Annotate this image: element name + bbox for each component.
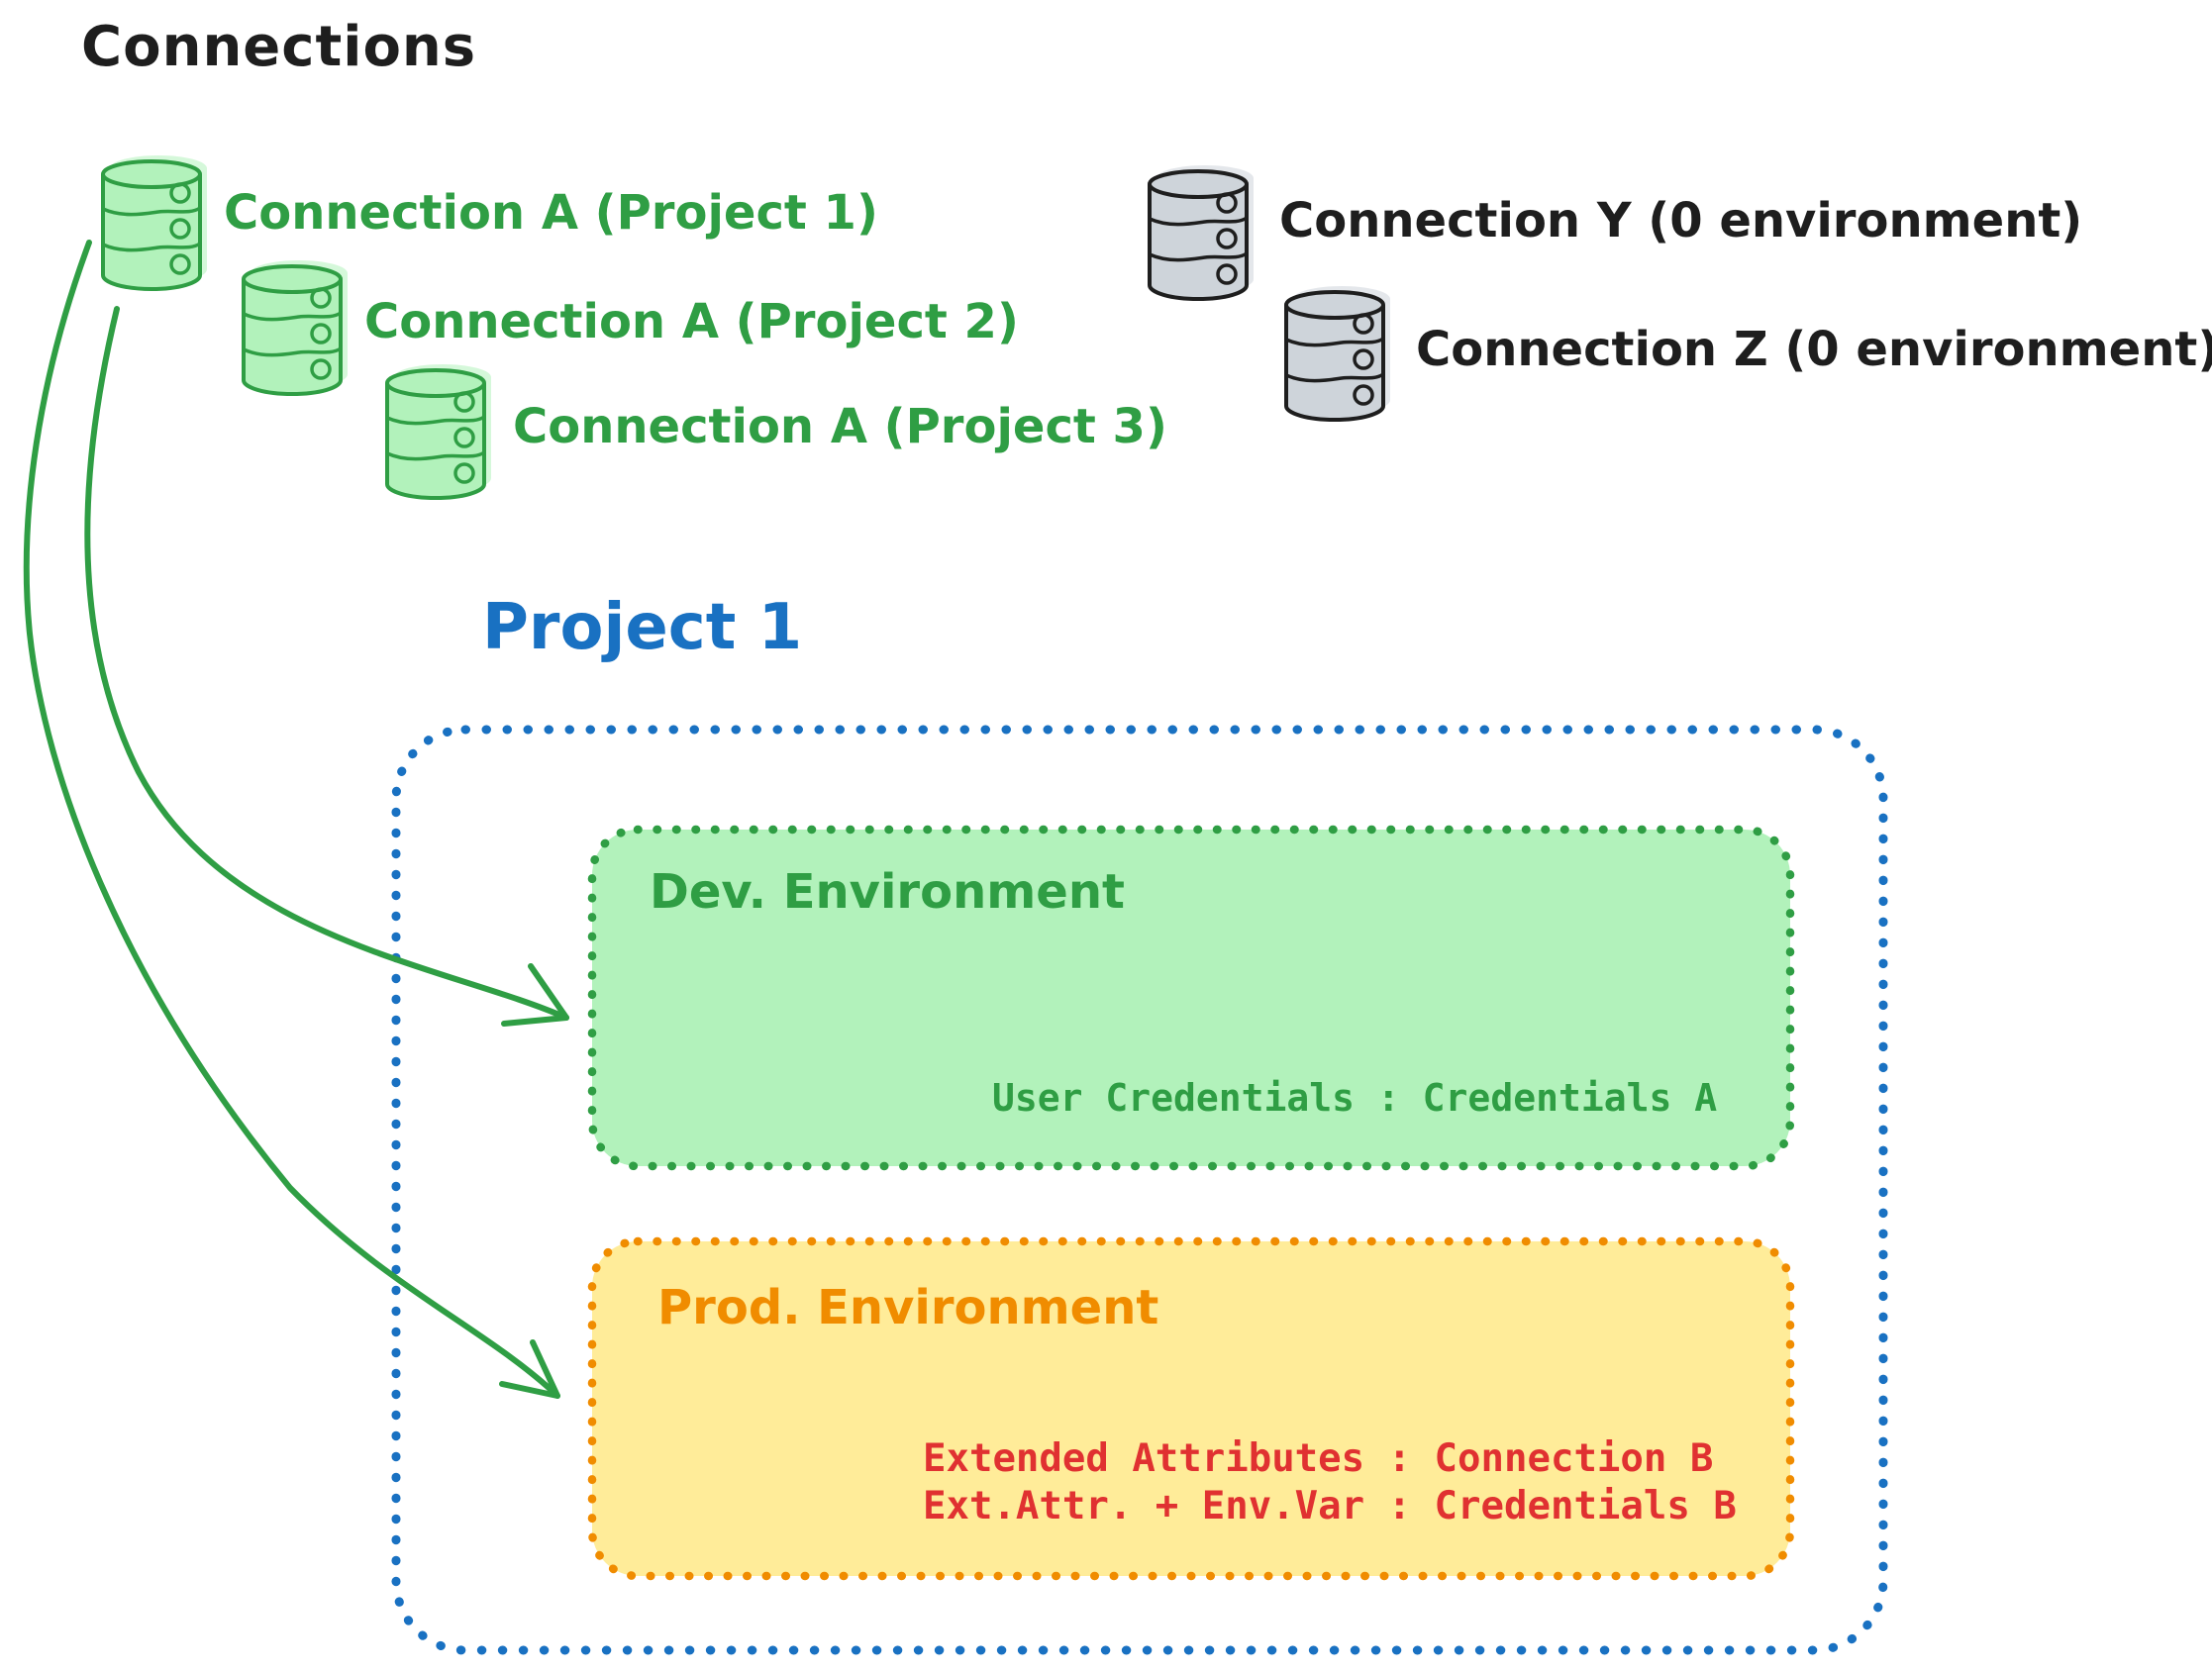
database-icon-connection-a-project-2 (244, 260, 348, 394)
database-icon-connection-y (1150, 165, 1254, 299)
connection-z-label: Connection Z (0 environment) (1416, 322, 2212, 377)
dev-environment-box (587, 825, 1795, 1171)
arrow-connection-a-to-prod-icon (23, 240, 560, 1399)
database-icon-connection-a-project-1 (103, 155, 207, 289)
database-icon-connection-z (1286, 286, 1390, 420)
connection-y-label: Connection Y (0 environment) (1279, 193, 2083, 248)
connection-a-project-3-label: Connection A (Project 3) (513, 399, 1167, 454)
connection-a-project-1-label: Connection A (Project 1) (224, 185, 878, 241)
prod-environment-mapping-2: Ext.Attr. + Env.Var : Credentials B (923, 1484, 1737, 1528)
diagram-title: Connections (81, 15, 477, 79)
dev-environment-mapping: User Credentials : Credentials A (992, 1076, 1718, 1120)
dev-environment-title: Dev. Environment (650, 864, 1125, 920)
project-1-frame (391, 725, 1888, 1655)
arrow-connection-a-to-dev-icon (84, 306, 569, 1027)
project-1-title: Project 1 (482, 591, 803, 664)
prod-environment-mappings: Extended Attributes : Connection B Ext.A… (923, 1435, 1737, 1530)
database-icon-connection-a-project-3 (387, 364, 491, 498)
connection-a-project-2-label: Connection A (Project 2) (364, 294, 1019, 349)
prod-environment-mapping-1: Extended Attributes : Connection B (923, 1436, 1714, 1481)
prod-environment-box (587, 1236, 1795, 1581)
prod-environment-title: Prod. Environment (657, 1280, 1159, 1335)
